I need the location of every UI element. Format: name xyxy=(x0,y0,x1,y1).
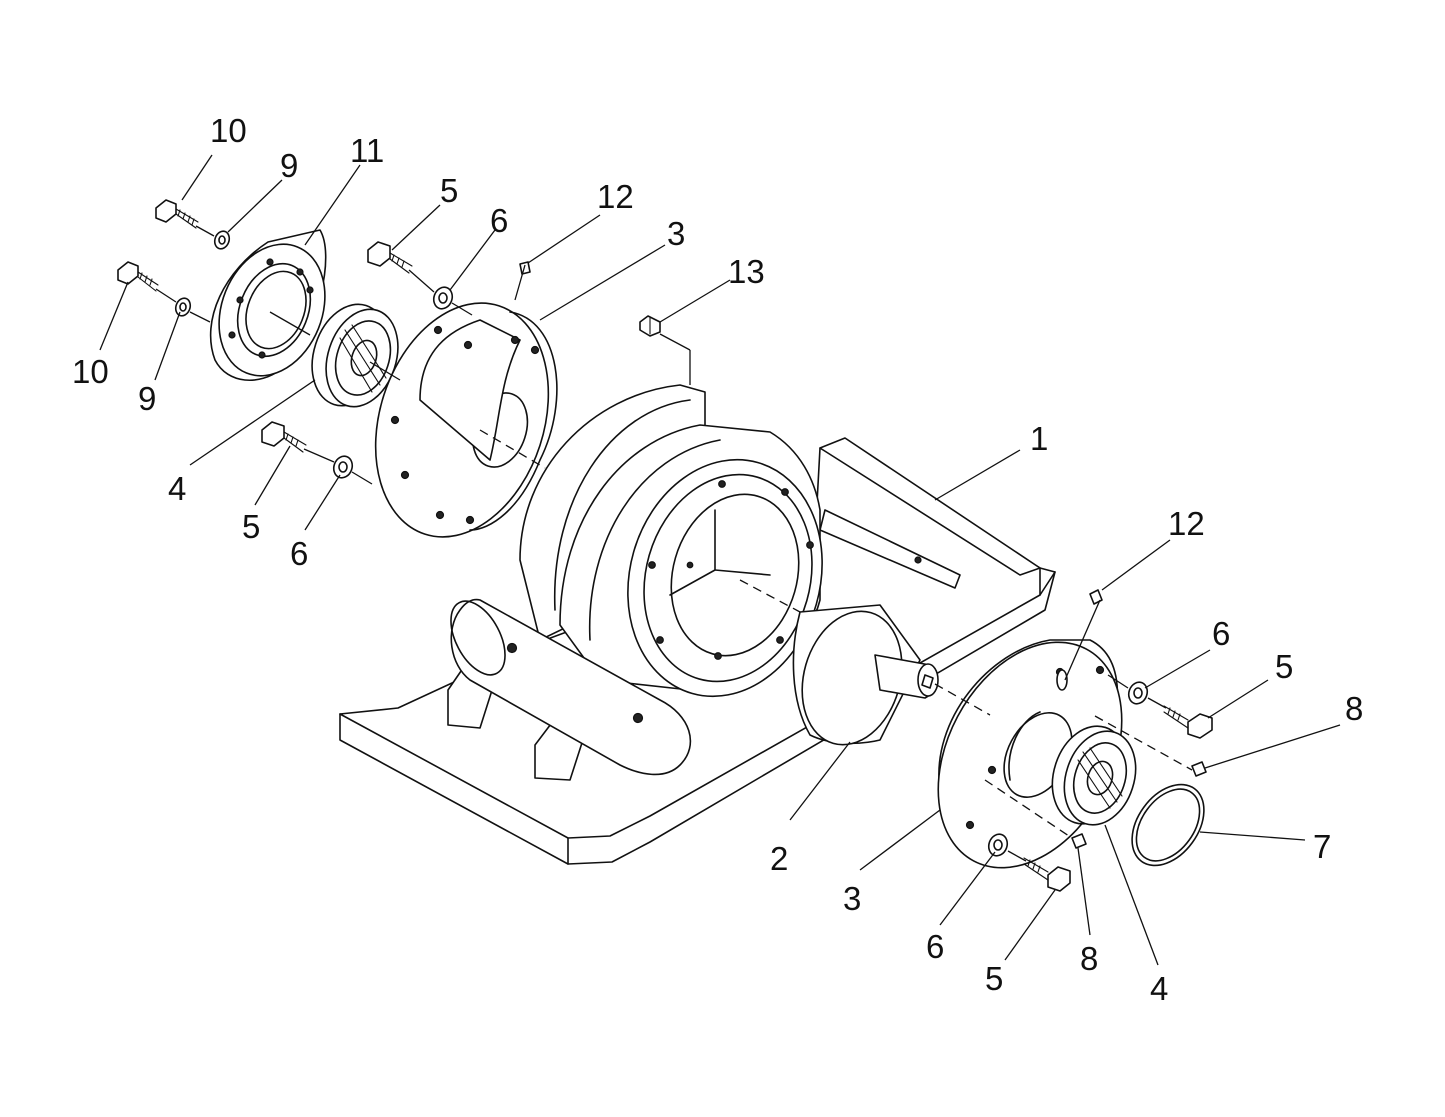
callout-6-upper-left: 6 xyxy=(490,202,508,239)
callout-10-bottom: 10 xyxy=(72,353,109,390)
callout-11: 11 xyxy=(350,132,384,169)
callout-6-lower-left: 6 xyxy=(290,535,308,572)
retaining-ring xyxy=(1131,783,1205,867)
callout-6-upper-right: 6 xyxy=(1212,615,1230,652)
left-bearing-flange xyxy=(374,302,558,538)
callout-7: 7 xyxy=(1313,828,1331,865)
left-bearing xyxy=(311,303,399,408)
callout-5-upper-right: 5 xyxy=(1275,648,1293,685)
callout-labels: 10 9 11 5 6 12 3 13 10 9 4 5 6 1 12 6 5 … xyxy=(72,112,1363,1007)
assembly-axis-lines xyxy=(155,225,1193,862)
callout-leaders xyxy=(99,154,1341,966)
left-bearing-cover xyxy=(209,229,327,381)
callout-13: 13 xyxy=(728,253,765,290)
right-bearing xyxy=(1051,725,1137,826)
callout-10-top: 10 xyxy=(210,112,247,149)
callout-12-top: 12 xyxy=(597,178,634,215)
callout-4-left: 4 xyxy=(168,470,186,507)
callout-5-lower-right: 5 xyxy=(985,960,1003,997)
callout-8-upper: 8 xyxy=(1345,690,1363,727)
callout-5-upper-left: 5 xyxy=(440,172,458,209)
callout-4-right: 4 xyxy=(1150,970,1168,1007)
callout-5-lower-left: 5 xyxy=(242,508,260,545)
callout-8-lower: 8 xyxy=(1080,940,1098,977)
callout-6-lower-right: 6 xyxy=(926,928,944,965)
callout-1: 1 xyxy=(1030,420,1048,457)
callout-9-bottom: 9 xyxy=(138,380,156,417)
callout-3-left: 3 xyxy=(667,215,685,252)
right-fasteners xyxy=(987,589,1213,892)
callout-9-top: 9 xyxy=(280,147,298,184)
callout-3-right: 3 xyxy=(843,880,861,917)
exciter-housing xyxy=(447,384,823,781)
left-fasteners xyxy=(117,199,661,479)
callout-2: 2 xyxy=(770,840,788,877)
callout-12-right: 12 xyxy=(1168,505,1205,542)
